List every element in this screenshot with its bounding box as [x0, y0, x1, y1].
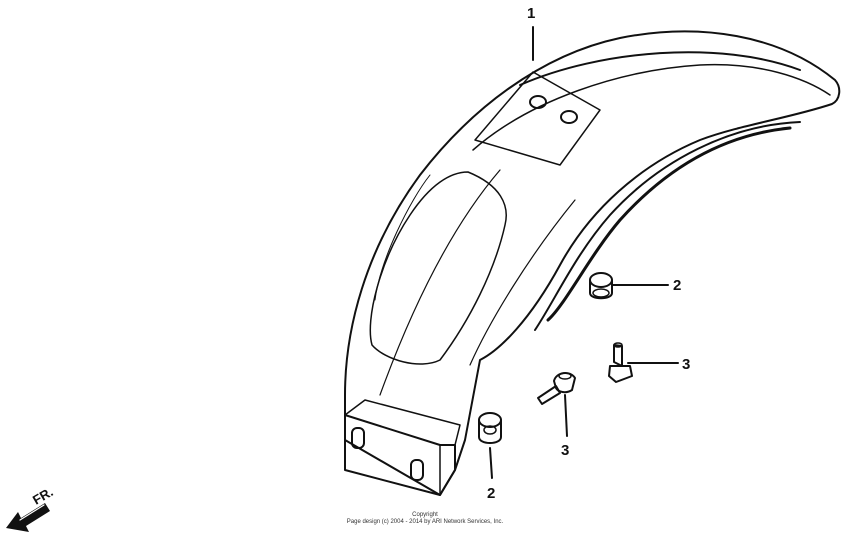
bolt-lower — [537, 372, 576, 405]
callout-bolt-lower: 3 — [561, 442, 569, 459]
leader-line-grommet-lower — [489, 447, 493, 479]
copyright-notice: Page design (c) 2004 - 2014 by ARI Netwo… — [346, 519, 504, 525]
direction-label: FR. — [30, 484, 56, 507]
grommet-upper — [589, 272, 613, 300]
front-direction-arrow-icon — [6, 503, 50, 532]
leader-line-bolt-lower — [564, 394, 568, 437]
grommet-lower — [478, 412, 502, 444]
callout-bolt-right: 3 — [682, 356, 690, 373]
bolt-right — [608, 342, 633, 383]
callout-fender: 1 — [527, 5, 535, 22]
rear-fender — [344, 30, 841, 496]
callout-grommet-lower: 2 — [487, 485, 495, 502]
callout-grommet-upper: 2 — [673, 277, 681, 294]
copyright-title: Copyright — [412, 512, 438, 518]
